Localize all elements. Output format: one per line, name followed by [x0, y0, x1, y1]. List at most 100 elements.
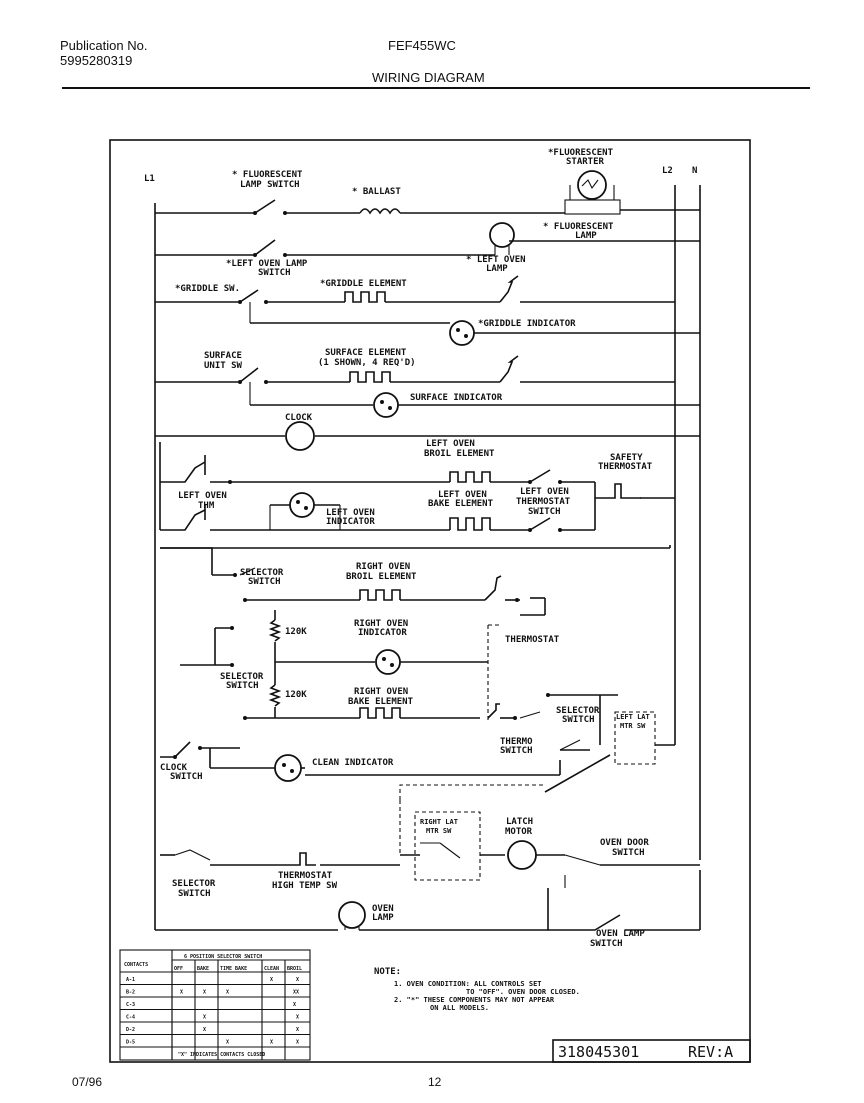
table-column-header: BROIL [287, 966, 302, 972]
left-oven-indicator-icon [289, 492, 315, 518]
label: *GRIDDLE SW. [175, 284, 240, 294]
note-line-2b: ON ALL MODELS. [430, 1004, 489, 1012]
table-cell-mark: X [296, 1040, 299, 1046]
table-column-header: OFF [174, 966, 183, 972]
label: (1 SHOWN, 4 REQ'D) [318, 358, 416, 368]
label: SURFACE [204, 351, 242, 361]
table-footnote: "X" INDICATES CONTACTS CLOSED [178, 1052, 265, 1058]
label: BAKE ELEMENT [348, 697, 414, 707]
table-row-contact: C-3 [126, 1002, 135, 1008]
label: SWITCH [178, 889, 211, 899]
label: THM [198, 501, 215, 511]
label: SWITCH [590, 939, 623, 949]
table-cell-mark: X [203, 1015, 206, 1021]
table-row-contact: D-5 [126, 1040, 135, 1046]
label: * FLUORESCENT [543, 222, 614, 232]
note-line-1: 1. OVEN CONDITION: ALL CONTROLS SET [394, 980, 542, 988]
clean-circuit [160, 741, 561, 782]
table-column-header: CLEAN [264, 966, 279, 972]
part-number-box [552, 1039, 751, 1063]
label: MTR SW [620, 722, 646, 730]
footer-date: 07/96 [72, 1075, 103, 1089]
table-cell-mark: X [270, 977, 273, 983]
label: * FLUORESCENT [232, 170, 303, 180]
table-cell-mark: X [296, 1027, 299, 1033]
label: SURFACE INDICATOR [410, 393, 503, 403]
table-row-contact: A-1 [126, 977, 135, 983]
table-cell-mark: X [296, 977, 299, 983]
left-oven-lamp-circuit [155, 222, 700, 257]
label: SWITCH [170, 772, 203, 782]
table-column-header: BAKE [197, 966, 209, 972]
label: * LEFT OVEN [466, 255, 526, 265]
label: LEFT OVEN [438, 490, 487, 500]
l2-label: L2 [662, 166, 673, 176]
diagram-frame [109, 139, 751, 1063]
label: THERMOSTAT [278, 871, 333, 881]
label: LAMP [486, 264, 508, 274]
label: LEFT OVEN [178, 491, 227, 501]
label: OVEN LAMP [596, 929, 645, 939]
label: *LEFT OVEN LAMP [226, 259, 308, 269]
table-row-contact: C-4 [126, 1015, 135, 1021]
label: SWITCH [248, 577, 281, 587]
fluorescent-circuit [155, 170, 700, 215]
note-title: NOTE: [374, 967, 401, 977]
page-number: 12 [428, 1075, 442, 1089]
label: RIGHT LAT [420, 818, 458, 826]
label: UNIT SW [204, 361, 243, 371]
label: CLOCK [160, 763, 188, 773]
label: SWITCH [500, 746, 533, 756]
starter-icon [577, 170, 607, 200]
table-cell-mark: X [203, 990, 206, 996]
griddle-circuit [155, 275, 700, 346]
label: INDICATOR [326, 517, 375, 527]
label: LEFT OVEN [520, 487, 569, 497]
lamp-icon [489, 222, 515, 248]
label: SELECTOR [240, 568, 284, 578]
label: SWITCH [226, 681, 259, 691]
label: SELECTOR [220, 672, 264, 682]
revision: REV:A [688, 1043, 733, 1061]
latch-motor-icon [507, 840, 537, 870]
table-column-header: TIME BAKE [220, 966, 247, 972]
oven-lamp-icon [338, 901, 366, 929]
header-rule [62, 87, 810, 89]
label: MOTOR [505, 827, 533, 837]
table-cell-mark: X [293, 990, 296, 996]
label: LAMP [575, 231, 597, 241]
label: RIGHT OVEN [356, 562, 410, 572]
label: OVEN DOOR [600, 838, 649, 848]
label: BROIL ELEMENT [346, 572, 417, 582]
right-oven-indicator-icon [375, 649, 401, 675]
page-title: WIRING DIAGRAM [372, 70, 485, 85]
table-corner-header: CONTACTS [124, 962, 148, 968]
model-number: FEF455WC [388, 38, 456, 53]
table-border [119, 949, 311, 1061]
label: SWITCH [258, 268, 291, 278]
table-cell-mark: X [296, 1015, 299, 1021]
n-label: N [692, 166, 697, 176]
clock-icon [285, 421, 315, 451]
label: LEFT OVEN [426, 439, 475, 449]
table-cell-mark: X [226, 1040, 229, 1046]
label: SURFACE ELEMENT [325, 348, 407, 358]
label: CLEAN INDICATOR [312, 758, 394, 768]
label: SWITCH [562, 715, 595, 725]
label: SAFETY [610, 453, 643, 463]
table-row-contact: B-2 [126, 990, 135, 996]
label: HIGH TEMP SW [272, 881, 338, 891]
table-cell-mark: X [203, 1027, 206, 1033]
table-cell-mark: X [180, 990, 183, 996]
table-cell-mark: X [293, 1002, 296, 1008]
label: MTR SW [426, 827, 452, 835]
part-number: 318045301 [558, 1043, 639, 1061]
label: THERMOSTAT [505, 635, 560, 645]
griddle-indicator-icon [449, 320, 475, 346]
right-oven-circuit [160, 545, 675, 793]
label: THERMO [500, 737, 533, 747]
table-cell-mark: X [270, 1040, 273, 1046]
label: *GRIDDLE ELEMENT [320, 279, 407, 289]
